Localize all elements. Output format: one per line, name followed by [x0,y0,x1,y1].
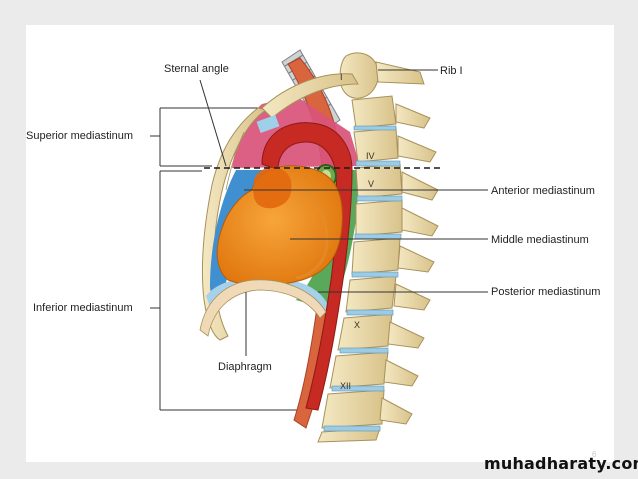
aortic-arch [261,122,353,411]
inferior-bracket [159,170,300,411]
vertebra-label-i: I [340,72,343,82]
superior-bracket [159,107,260,167]
label-middle-mediastinum: Middle mediastinum [491,234,589,246]
sternal-angle-leader [199,79,227,167]
heart-auricle [253,167,292,209]
anterior-region [210,170,300,299]
heart-ventricle-shade [295,188,329,280]
vertebra-label-xii: XII [340,381,352,391]
heart [216,165,343,286]
vertebra-label-v: V [368,179,375,189]
vertebra-label-iv: IV [366,151,375,161]
vertebra-label-x: X [354,320,361,330]
label-superior-mediastinum: Superior mediastinum [26,130,133,142]
label-rib-i: Rib I [440,65,463,77]
label-diaphragm: Diaphragm [218,361,272,373]
intervertebral-discs [323,125,403,432]
label-sternal-angle: Sternal angle [164,63,229,75]
diaphragm-muscle [199,279,327,337]
watermark: muhadharaty.com [484,454,638,473]
page-number: 6 [592,450,597,459]
vertebral-column [317,52,403,443]
spinous-processes [375,61,439,425]
first-rib-cartilage [256,114,280,134]
label-anterior-mediastinum: Anterior mediastinum [491,185,595,197]
label-posterior-mediastinum: Posterior mediastinum [491,286,601,298]
label-inferior-mediastinum: Inferior mediastinum [33,302,133,314]
first-rib [261,73,359,119]
